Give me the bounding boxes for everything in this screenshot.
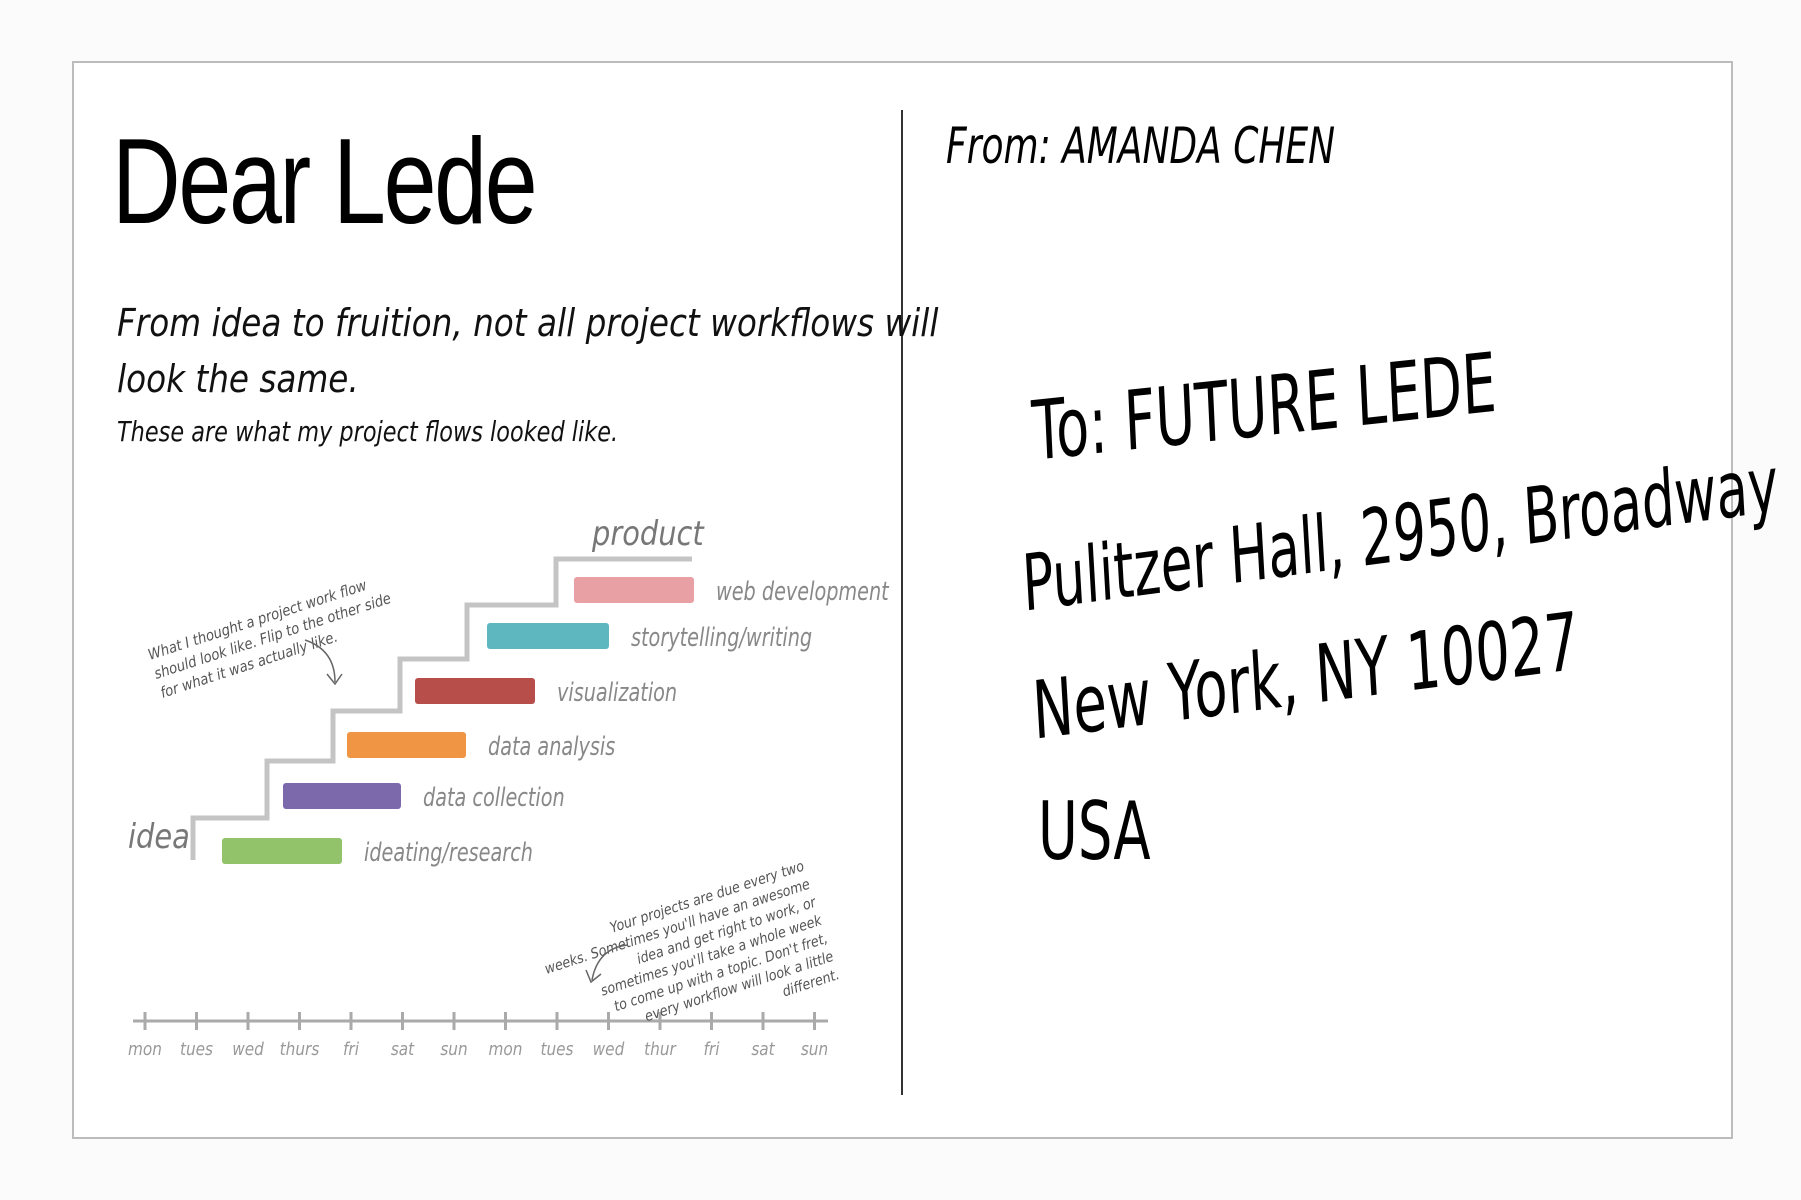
from-line: From: AMANDA CHEN — [946, 117, 1336, 175]
postcard-divider — [901, 110, 903, 1095]
day-label-8: mon — [489, 1038, 523, 1060]
day-label-10: wed — [593, 1038, 625, 1060]
day-label-5: fri — [343, 1038, 359, 1060]
task-label-5: storytelling/writing — [631, 623, 812, 653]
task-label-3: data analysis — [488, 732, 615, 762]
task-bars — [222, 577, 694, 864]
task-bar-6 — [574, 577, 694, 603]
day-label-1: mon — [128, 1038, 162, 1060]
day-label-12: fri — [704, 1038, 720, 1060]
day-label-4: thurs — [280, 1038, 320, 1060]
idea-label: idea — [128, 818, 190, 857]
day-label-7: sun — [440, 1038, 467, 1060]
annotation-1-arrowhead — [326, 673, 343, 686]
day-label-2: tues — [180, 1038, 213, 1060]
day-label-6: sat — [391, 1038, 416, 1060]
task-bar-4 — [415, 678, 535, 704]
country-line: USA — [1038, 785, 1151, 878]
product-label: product — [591, 515, 705, 554]
intro-line-2: look the same. — [117, 357, 359, 401]
staircase-line — [190, 556, 692, 860]
task-bar-5 — [487, 623, 609, 649]
day-label-14: sun — [801, 1038, 828, 1060]
annotation-planned-flow: What I thought a project work flowshould… — [146, 577, 394, 702]
annotation-1-arrow — [304, 639, 336, 683]
day-label-9: tues — [540, 1038, 573, 1060]
day-label-3: wed — [232, 1038, 264, 1060]
day-label-11: thur — [644, 1038, 677, 1060]
task-labels: idea product ideating/research data collect… — [128, 515, 890, 868]
annotation-2-arrowhead — [585, 969, 602, 984]
day-label-13: sat — [751, 1038, 776, 1060]
task-bar-1 — [222, 838, 342, 864]
task-label-1: ideating/research — [364, 838, 533, 868]
task-bar-2 — [283, 783, 401, 809]
annotation-2-arrow — [591, 944, 629, 981]
task-label-6: web development — [716, 577, 890, 607]
staircase-layer — [190, 556, 692, 860]
task-bar-3 — [347, 732, 466, 758]
task-label-4: visualization — [557, 678, 677, 708]
page-title: Dear Lede — [112, 113, 538, 249]
task-label-2: data collection — [423, 783, 565, 813]
subtitle: These are what my project flows looked l… — [117, 415, 619, 448]
